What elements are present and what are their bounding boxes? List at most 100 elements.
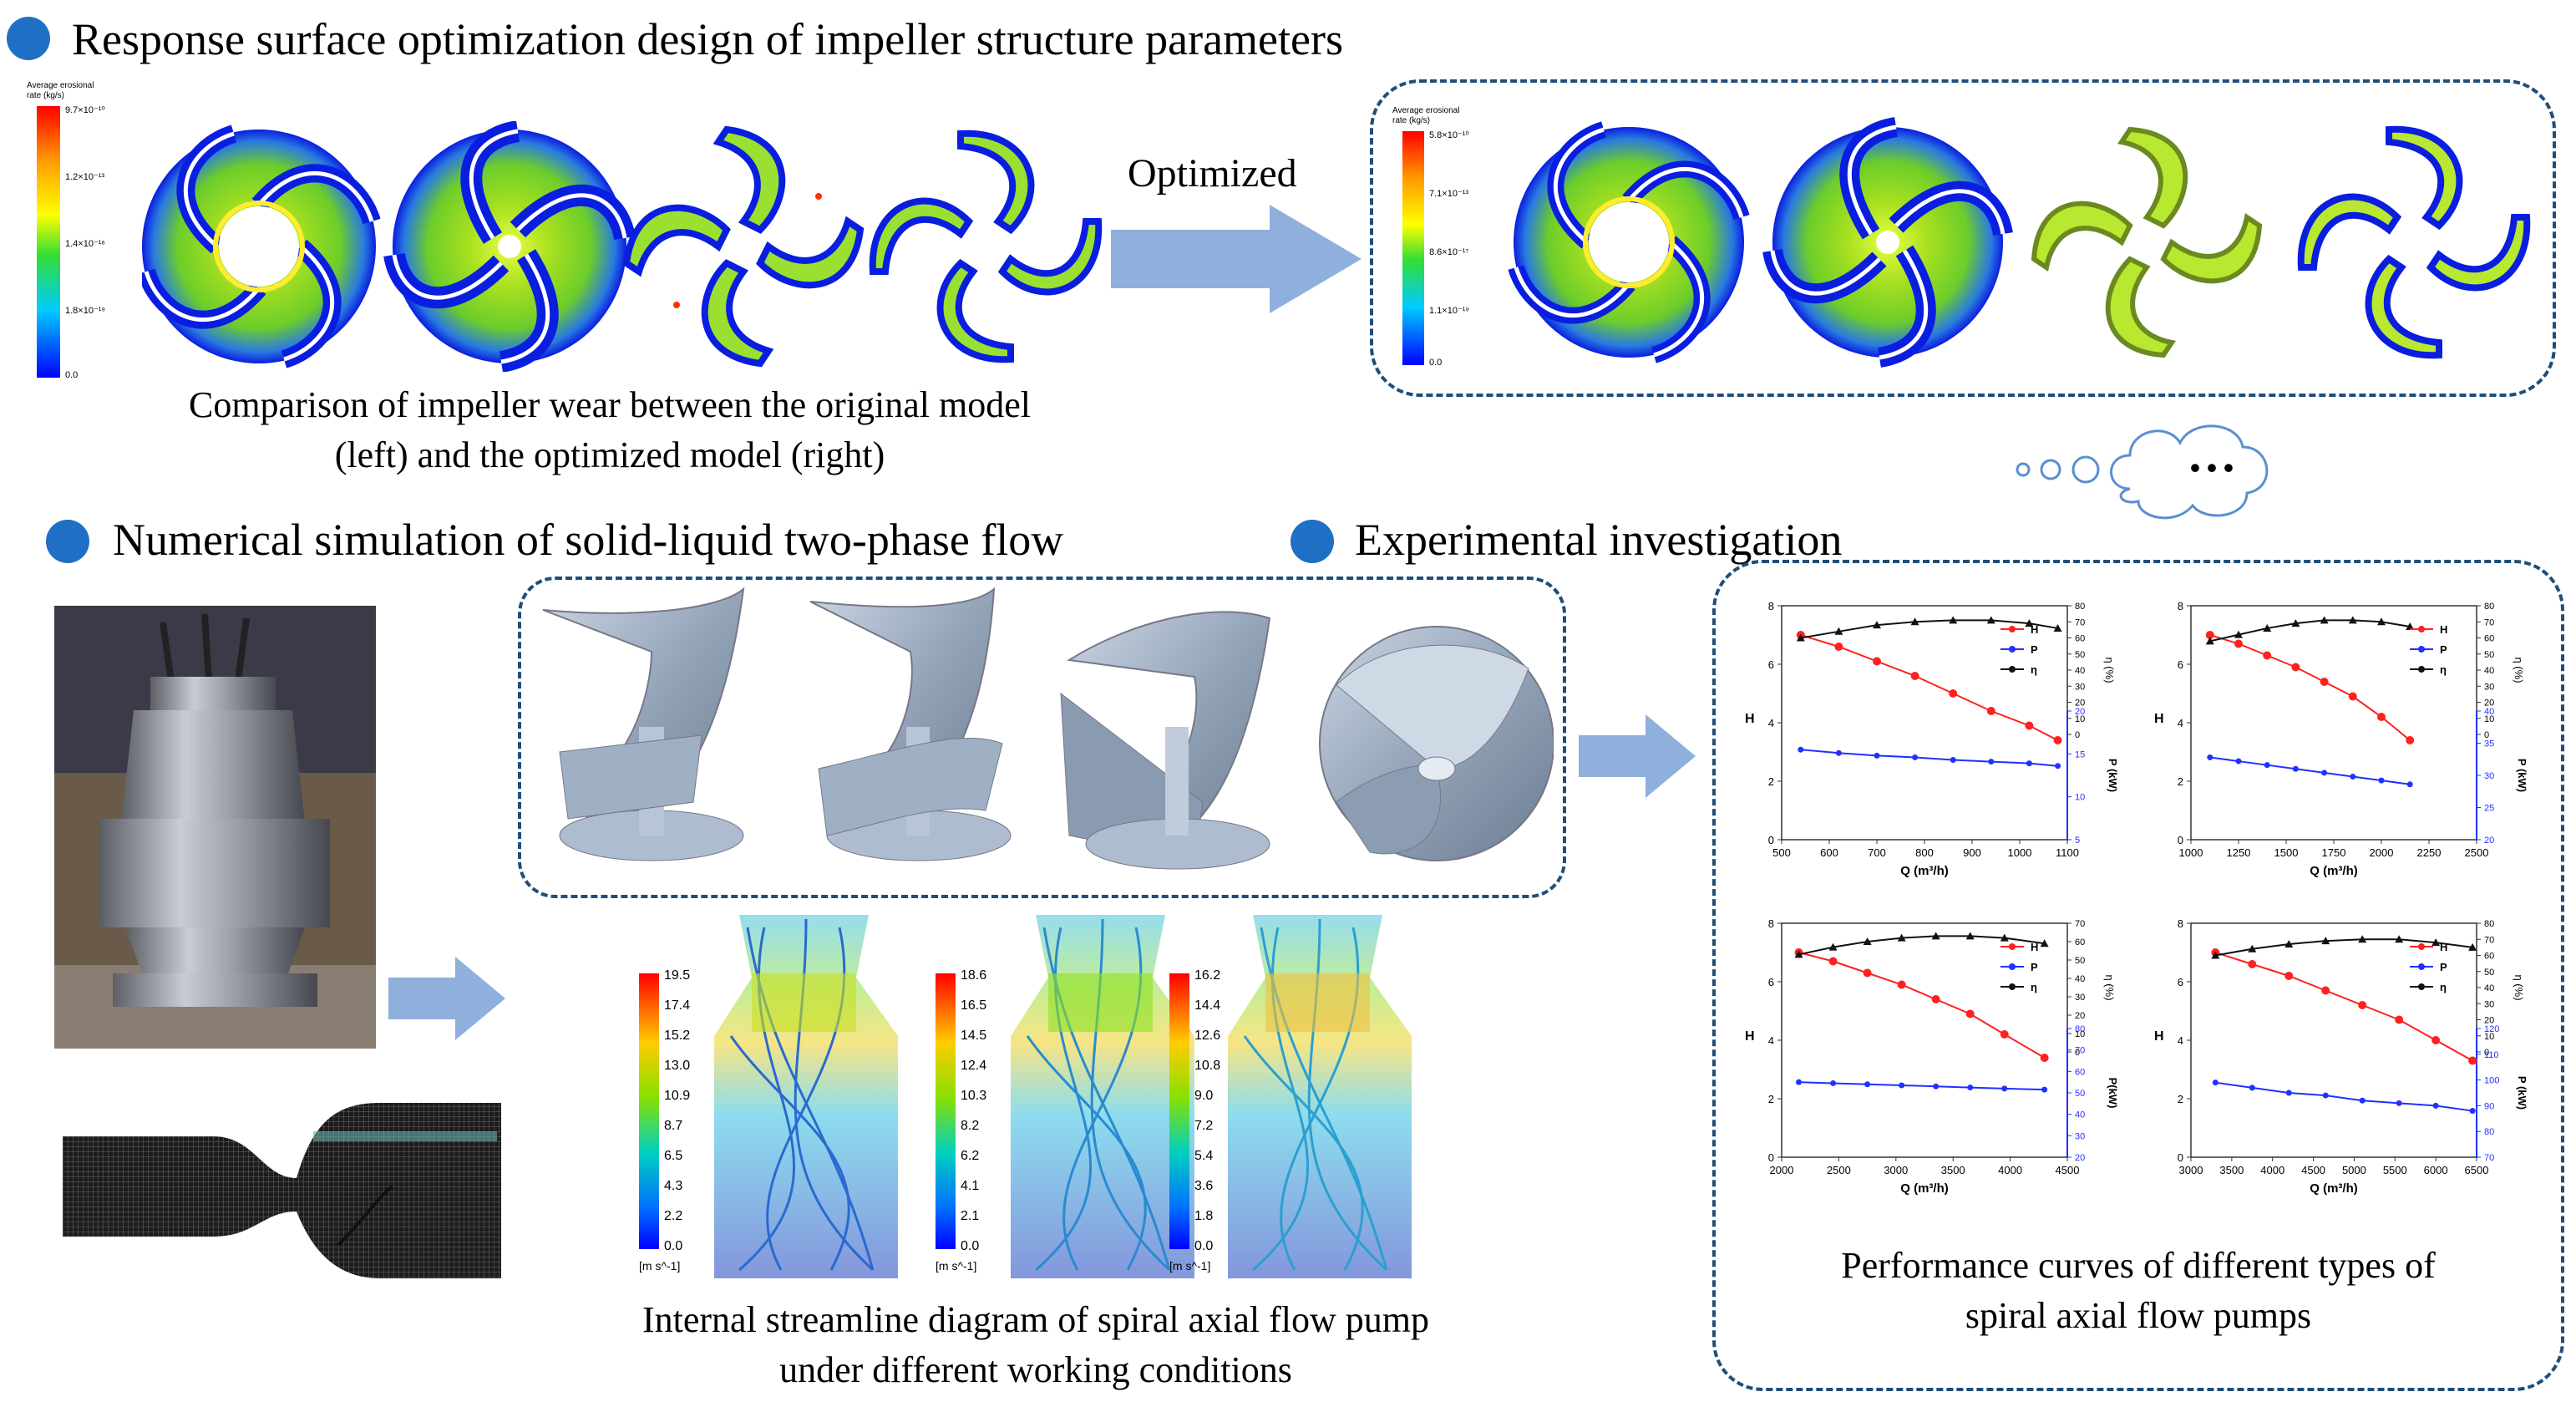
series-line-P xyxy=(2215,1081,2473,1112)
caption-line: Performance curves of different types of xyxy=(1841,1245,2436,1286)
x-tick-label: 600 xyxy=(1820,846,1838,859)
legend-tick: 8.7 xyxy=(664,1119,682,1133)
x-tick-label: 6000 xyxy=(2424,1164,2448,1176)
eta-tick-label: 70 xyxy=(2075,919,2085,929)
series-point-eta xyxy=(1910,617,1919,626)
series-point-P xyxy=(2350,774,2356,780)
series-point-H xyxy=(2348,692,2357,701)
p-axis-label: P(kW) xyxy=(2107,1078,2119,1109)
series-line-H xyxy=(1800,634,2059,741)
series-point-P xyxy=(2264,762,2270,769)
legend-tick: 10.9 xyxy=(664,1089,690,1103)
legend-label: H xyxy=(2440,623,2447,636)
x-tick-label: 1100 xyxy=(2056,846,2079,859)
series-point-P xyxy=(2322,1092,2329,1099)
legend-tick: 0.0 xyxy=(664,1239,682,1253)
streamline-plot-2 xyxy=(1011,915,1194,1278)
eta-axis-label: η (%) xyxy=(2103,974,2116,1000)
x-tick-label: 3500 xyxy=(1941,1164,1965,1176)
series-point-P xyxy=(1933,1083,1940,1090)
legend-tick: 19.5 xyxy=(664,968,690,983)
x-tick-label: 2000 xyxy=(2370,846,2394,859)
x-tick-label: 3500 xyxy=(2219,1164,2244,1176)
eta-tick-label: 50 xyxy=(2075,956,2085,966)
eta-tick-label: 30 xyxy=(2484,682,2494,692)
pump-mesh-image xyxy=(63,1103,501,1278)
plot-frame xyxy=(2190,605,2477,841)
caption-line: Internal streamline diagram of spiral ax… xyxy=(641,1299,1430,1340)
x-tick-label: 4500 xyxy=(2301,1164,2325,1176)
series-point-H xyxy=(1931,995,1940,1003)
eta-tick-label: 40 xyxy=(2484,666,2494,676)
p-tick-label: 40 xyxy=(2075,1110,2085,1120)
legend-marker xyxy=(2009,646,2016,653)
series-point-eta xyxy=(2234,630,2243,638)
legend-marker xyxy=(2009,983,2016,990)
series-point-H xyxy=(1897,980,1906,989)
y-tick-label: 4 xyxy=(2178,1034,2183,1047)
series-point-eta xyxy=(2321,937,2330,945)
p-tick-label: 5 xyxy=(2075,836,2080,846)
p-tick-label: 70 xyxy=(2075,1046,2085,1056)
series-point-H xyxy=(2053,736,2062,744)
series-point-eta xyxy=(2205,637,2214,645)
series-point-eta xyxy=(1863,937,1872,945)
legend-marker xyxy=(2418,626,2425,632)
x-axis-label: Q (m³/h) xyxy=(1900,1181,1949,1196)
performance-curves-box xyxy=(1712,560,2564,1391)
series-line-η xyxy=(1798,935,2045,956)
eta-tick-label: 0 xyxy=(2075,730,2080,740)
series-point-H xyxy=(2431,1036,2441,1044)
x-tick-label: 1750 xyxy=(2322,846,2346,859)
series-point-P xyxy=(1988,759,1995,765)
legend-title: Average erosional xyxy=(27,81,94,90)
eta-tick-label: 10 xyxy=(2484,714,2494,724)
section-bullet xyxy=(1291,520,1334,563)
series-point-H xyxy=(2395,1015,2404,1024)
series-point-H xyxy=(1828,957,1838,966)
series-point-H xyxy=(2320,678,2329,686)
impeller-original-1 xyxy=(142,124,381,368)
eta-tick-label: 40 xyxy=(2075,974,2085,984)
series-point-H xyxy=(1949,689,1958,698)
legend-marker xyxy=(2009,626,2016,632)
x-tick-label: 4000 xyxy=(2260,1164,2284,1176)
series-point-H xyxy=(2291,663,2300,672)
legend-label: P xyxy=(2031,643,2038,656)
series-point-eta xyxy=(2248,944,2257,952)
legend-label: H xyxy=(2031,623,2038,636)
series-point-P xyxy=(1967,1085,1974,1091)
legend-tick: 15.2 xyxy=(664,1029,690,1043)
series-point-eta xyxy=(2395,935,2404,943)
series-point-H xyxy=(2234,639,2243,648)
y-tick-label: 6 xyxy=(2178,976,2183,988)
streamline-caption: Internal streamline diagram of spiral ax… xyxy=(535,1295,1537,1395)
legend-tick: 1.8×10⁻¹⁹ xyxy=(65,306,105,316)
series-point-eta xyxy=(2053,623,2062,632)
eta-tick-label: 0 xyxy=(2484,730,2489,740)
legend-marker xyxy=(2009,666,2016,673)
legend-tick: 0.0 xyxy=(65,370,78,380)
legend-marker xyxy=(2418,666,2425,673)
legend-tick: 1.4×10⁻¹⁶ xyxy=(65,239,105,249)
series-point-eta xyxy=(1796,633,1805,642)
series-point-eta xyxy=(1873,621,1881,629)
series-point-P xyxy=(2249,1085,2255,1091)
legend-label: P xyxy=(2440,643,2447,656)
p-tick-label: 20 xyxy=(2484,836,2494,846)
eta-tick-label: 80 xyxy=(2075,602,2085,612)
y-tick-label: 2 xyxy=(2178,1093,2183,1105)
series-point-eta xyxy=(2406,622,2415,631)
y-tick-label: 6 xyxy=(2178,658,2183,671)
legend-label: η xyxy=(2031,981,2037,993)
impeller-original-4-blades xyxy=(869,130,1103,363)
series-point-H xyxy=(2000,1030,2009,1039)
p-tick-label: 120 xyxy=(2484,1024,2499,1034)
legend-tick: 10.8 xyxy=(1194,1059,1220,1073)
section-title-experimental: Experimental investigation xyxy=(1355,515,1843,565)
p-tick-label: 80 xyxy=(2075,1024,2085,1034)
y-axis-label: H xyxy=(1745,1029,1755,1044)
legend-tick: 10.3 xyxy=(961,1089,986,1103)
eta-tick-label: 10 xyxy=(2484,1032,2494,1042)
